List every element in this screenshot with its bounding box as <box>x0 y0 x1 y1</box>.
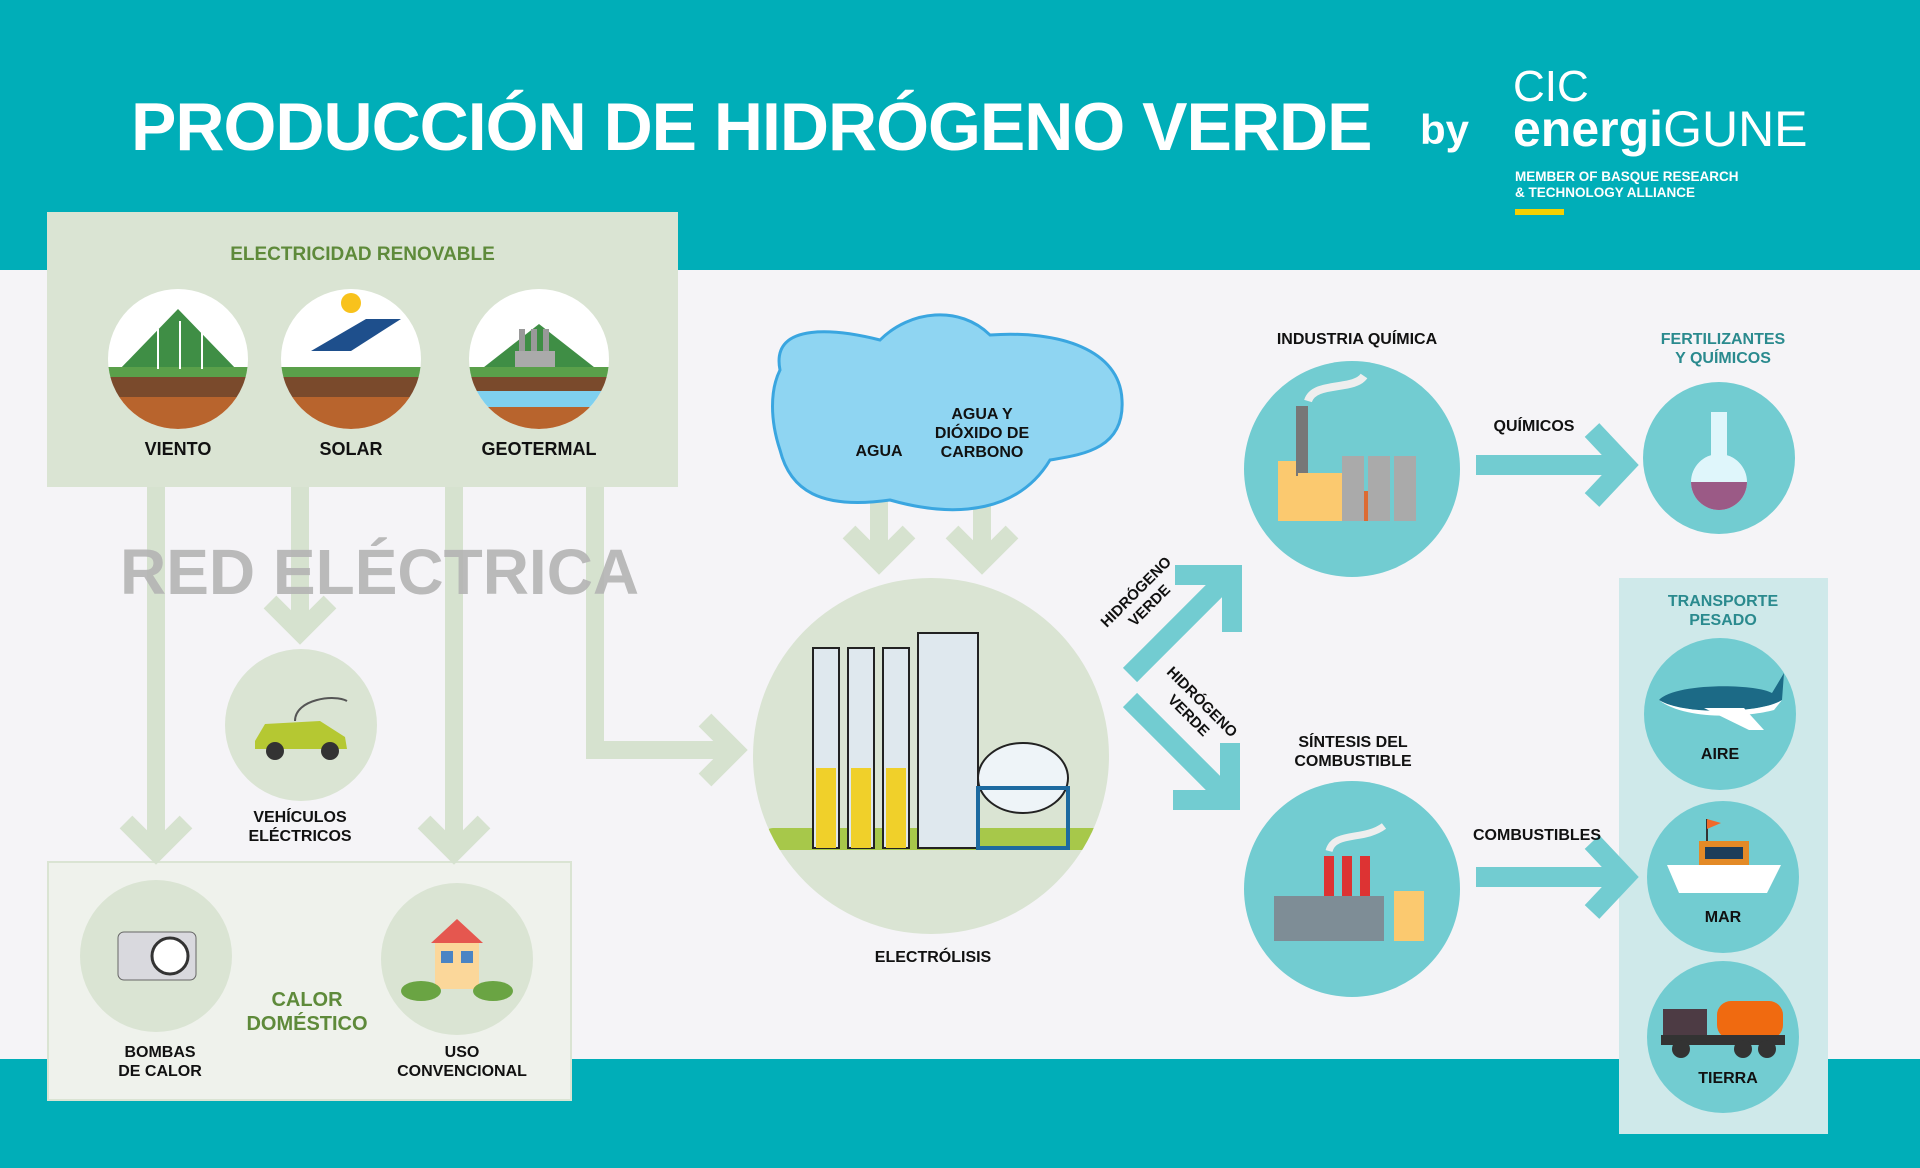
wind-turbine-icon <box>108 289 248 429</box>
label-conventional: USO CONVENCIONAL <box>397 1044 527 1080</box>
label-air: AIRE <box>1700 746 1740 763</box>
refinery-icon <box>1244 781 1460 997</box>
arrow-head-conventional <box>417 815 491 865</box>
label-fuel-synthesis: SÍNTESIS DEL COMBUSTIBLE <box>1294 734 1412 770</box>
house-icon <box>381 883 533 1035</box>
label-fuels: COMBUSTIBLES <box>1473 827 1601 844</box>
electrolysis-plant-icon <box>753 578 1109 934</box>
logo-accent-bar <box>1515 209 1564 215</box>
water-cloud-icon <box>771 313 1124 512</box>
solar-panel-icon <box>281 289 421 429</box>
arrow-shaft-h2-up <box>1122 567 1238 683</box>
label-wind: VIENTO <box>144 439 212 459</box>
renewables-title: ELECTRICIDAD RENOVABLE <box>230 244 495 265</box>
arrow-head-h2-up <box>1175 565 1242 632</box>
domestic-heat-title: CALOR DOMÉSTICO <box>246 989 368 1035</box>
label-land: TIERRA <box>1698 1070 1758 1087</box>
flask-icon <box>1643 382 1795 534</box>
ship-icon <box>1647 801 1799 953</box>
truck-icon <box>1647 961 1799 1113</box>
arrow-head-water <box>842 525 916 575</box>
grid-label: RED ELÉCTRICA <box>120 536 640 608</box>
transport-title: TRANSPORTE PESADO <box>1667 593 1779 629</box>
arrow-head-chemicals <box>1584 423 1639 507</box>
label-solar: SOLAR <box>319 439 383 459</box>
label-water-co2: AGUA Y DIÓXIDO DE CARBONO <box>934 406 1030 461</box>
label-chem-industry: INDUSTRIA QUÍMICA <box>1276 331 1438 348</box>
logo-light: GUNE <box>1663 101 1808 157</box>
label-fertilizers: FERTILIZANTES Y QUÍMICOS <box>1660 331 1786 367</box>
electric-car-icon <box>225 649 377 801</box>
heat-pump-icon <box>80 880 232 1032</box>
label-sea: MAR <box>1704 909 1742 926</box>
label-heat-pump: BOMBAS DE CALOR <box>118 1044 202 1080</box>
label-chemicals: QUÍMICOS <box>1493 418 1575 435</box>
logo-cic: CIC <box>1513 62 1589 111</box>
airplane-icon <box>1644 638 1796 790</box>
arrow-head-co2 <box>945 525 1019 575</box>
arrow-head-electrolysis <box>698 713 748 787</box>
label-ev: VEHÍCULOS ELÉCTRICOS <box>248 809 352 845</box>
logo-tagline: MEMBER OF BASQUE RESEARCH & TECHNOLOGY A… <box>1515 169 1739 200</box>
geothermal-plant-icon <box>469 289 609 429</box>
label-water: AGUA <box>855 443 903 460</box>
arrow-head-ev <box>263 595 337 645</box>
arrow-head-h2-down <box>1173 743 1240 810</box>
arrow-head-fuels <box>1584 835 1639 919</box>
page-title: PRODUCCIÓN DE HIDRÓGENO VERDE <box>131 89 1372 165</box>
by-label: by <box>1420 106 1470 153</box>
arrow-shaft-h2-down <box>1122 692 1236 806</box>
label-geothermal: GEOTERMAL <box>481 439 597 459</box>
arrow-head-heat-pump <box>119 815 193 865</box>
arrow-shaft-electrolysis <box>586 487 735 759</box>
logo-energigune: energiGUNE <box>1513 100 1808 158</box>
label-electrolysis: ELECTRÓLISIS <box>874 949 992 966</box>
logo-bold: energi <box>1513 101 1664 157</box>
factory-icon <box>1244 361 1460 577</box>
